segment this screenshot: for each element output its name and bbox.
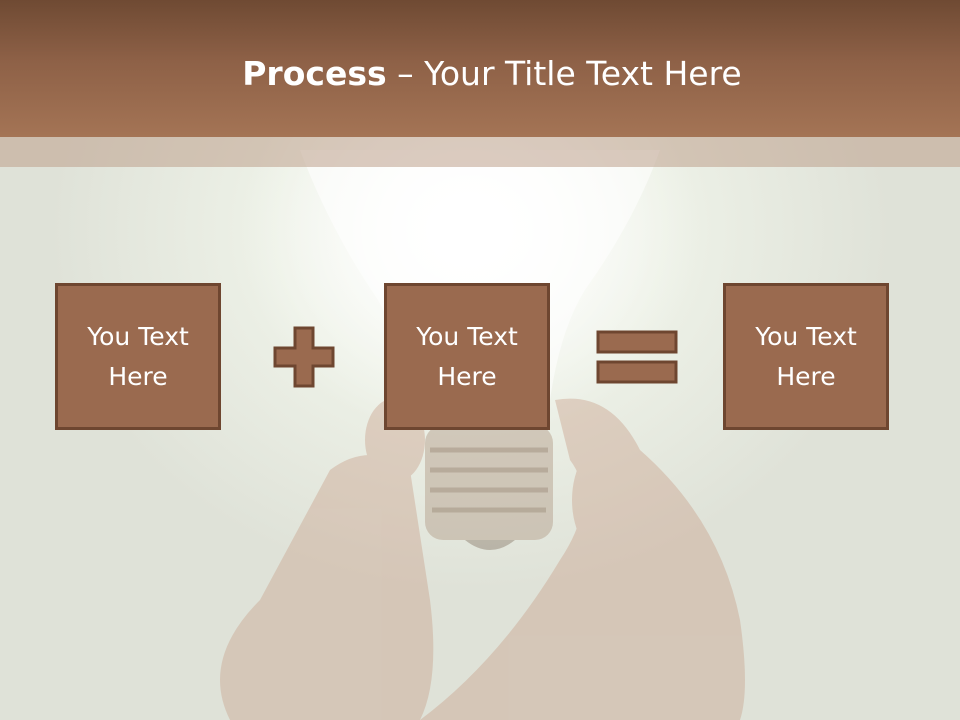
bulb-glass: [300, 150, 660, 400]
title-bar: Process – Your Title Text Here: [0, 0, 960, 137]
process-box-2[interactable]: You Text Here: [384, 283, 550, 430]
bulb-tip: [465, 540, 515, 550]
bulb-threads: [430, 447, 548, 513]
title-keyword: Process: [242, 54, 387, 93]
process-box-2-text: You Text Here: [416, 321, 518, 391]
process-box-3-text: You Text Here: [755, 321, 857, 391]
slide-title: Process – Your Title Text Here: [0, 50, 960, 98]
equals-icon: [596, 330, 678, 384]
process-box-3[interactable]: You Text Here: [723, 283, 889, 430]
process-box-1[interactable]: You Text Here: [55, 283, 221, 430]
process-box-1-text: You Text Here: [87, 321, 189, 391]
title-text: – Your Title Text Here: [386, 54, 742, 93]
plus-icon: [273, 326, 335, 388]
bulb-base: [425, 425, 553, 540]
title-bar-band: [0, 137, 960, 167]
hand-silhouette: [220, 398, 745, 720]
